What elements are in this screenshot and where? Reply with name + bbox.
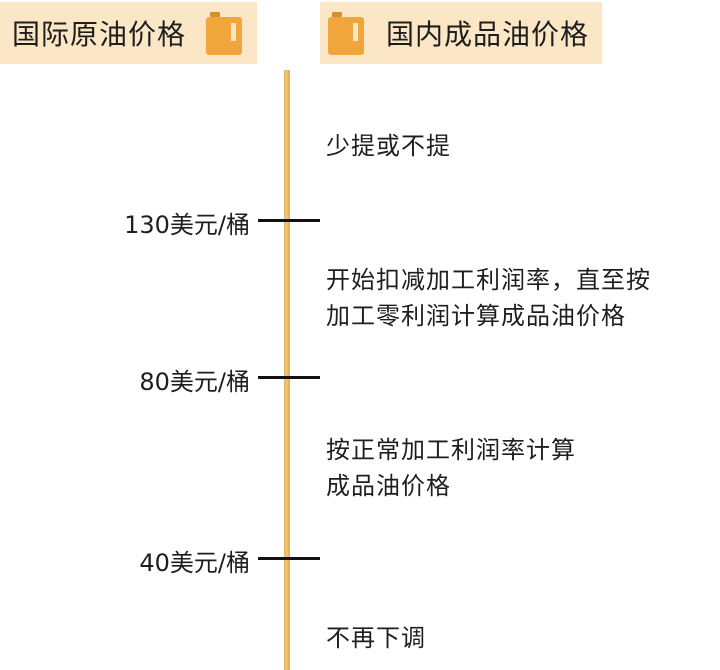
zone-text-line: 不再下调 [326,624,426,652]
zone-above-130: 少提或不提 [326,128,451,164]
zone-text-line: 加工零利润计算成品油价格 [326,302,626,330]
zone-below-40: 不再下调 [326,620,426,656]
zone-80-130: 开始扣减加工利润率，直至按 加工零利润计算成品油价格 [326,262,651,334]
header-international-crude: 国际原油价格 [0,2,257,64]
zone-text-line: 按正常加工利润率计算 [326,436,576,464]
header-domestic-product: 国内成品油价格 [320,2,602,64]
oil-can-icon [206,11,243,55]
threshold-130-label: 130美元/桶 [124,211,250,239]
zone-text-line: 少提或不提 [326,132,451,160]
zone-40-80: 按正常加工利润率计算 成品油价格 [326,432,576,504]
oil-can-icon [328,11,364,55]
zone-text-line: 成品油价格 [326,472,451,500]
threshold-80-label: 80美元/桶 [139,368,250,396]
threshold-40-label: 40美元/桶 [139,549,250,577]
tick-80 [258,376,320,379]
tick-130 [258,219,320,222]
tick-40 [258,557,320,560]
header-domestic-product-label: 国内成品油价格 [386,18,590,51]
header-international-crude-label: 国际原油价格 [12,18,187,51]
price-axis [284,70,290,670]
zone-text-line: 开始扣减加工利润率，直至按 [326,266,651,294]
